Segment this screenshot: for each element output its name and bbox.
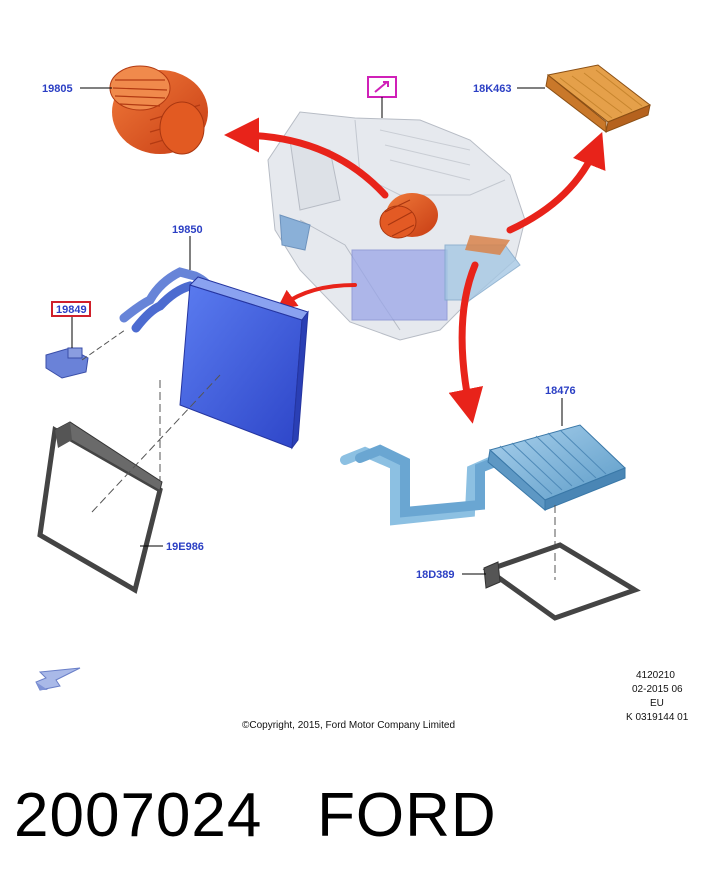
cabin-air-filter [545, 64, 651, 134]
label-19849: 19849 [56, 304, 87, 316]
drawing-info-line1: 4120210 [636, 670, 675, 681]
label-18D389: 18D389 [416, 569, 455, 581]
heater-core [340, 424, 626, 526]
label-18476: 18476 [545, 385, 576, 397]
highlight-indicator-icon [367, 76, 397, 98]
footer-part-number: 2007024 [14, 781, 263, 850]
blower-motor [109, 65, 208, 155]
label-18K463: 18K463 [473, 83, 512, 95]
orientation-arrow-icon [35, 667, 81, 691]
hvac-housing [267, 111, 526, 341]
drawing-info-line3: EU [650, 698, 664, 709]
label-19E986: 19E986 [166, 541, 204, 553]
evaporator-gasket [37, 374, 221, 594]
arrow-to-evaporator [276, 283, 357, 310]
drawing-info-line4: K 0319144 01 [626, 712, 689, 723]
label-19805: 19805 [42, 83, 73, 95]
drawing-info: 4120210 02-2015 06 EU K 0319144 01 [626, 670, 689, 723]
footer-caption: 2007024 FORD [14, 780, 497, 851]
drawing-info-line2: 02-2015 06 [632, 684, 683, 695]
label-19850: 19850 [172, 224, 203, 236]
arrow-to-blower [224, 117, 389, 199]
footer-brand: FORD [317, 781, 497, 850]
evaporator-core [119, 267, 309, 450]
arrow-to-filter [506, 132, 606, 234]
copyright-notice: ©Copyright, 2015, Ford Motor Company Lim… [242, 720, 455, 731]
heater-core-seal [482, 542, 641, 621]
exploded-view-arrows [224, 117, 606, 424]
expansion-valve [45, 329, 126, 379]
arrow-to-heater-core [448, 261, 484, 424]
